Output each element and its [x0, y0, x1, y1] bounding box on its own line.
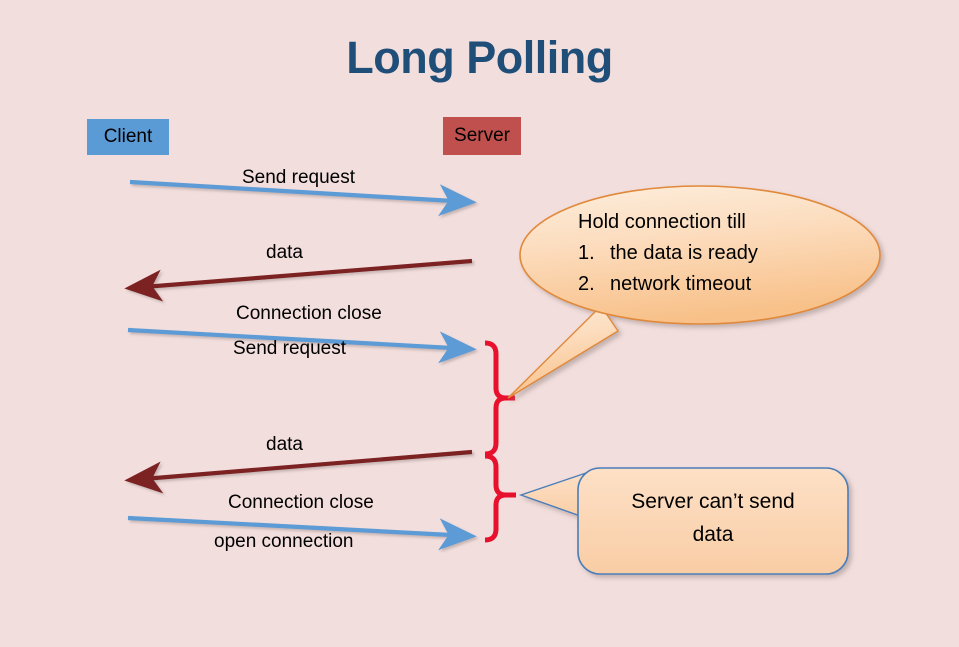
message-label-data-1: data [266, 242, 303, 263]
callout-item-1-number: 1. [578, 242, 595, 264]
callout-heading: Hold connection till [578, 211, 746, 233]
message-arrow-data-1 [124, 258, 473, 302]
message-label-connection-close-1: Connection close [236, 303, 382, 324]
callout-hold-connection-text: Hold connection till 1. the data is ready… [578, 207, 758, 300]
message-label-data-2: data [266, 434, 303, 455]
callout-hold-connection[interactable] [507, 185, 881, 399]
message-label-send-request-1: Send request [242, 167, 356, 188]
callout-server-cant-send[interactable] [518, 467, 849, 575]
actor-label-server: Server [454, 125, 510, 146]
actor-box-server[interactable]: Server [443, 117, 521, 155]
message-arrow-open-connection [127, 515, 477, 551]
brace-lower [484, 453, 516, 543]
actor-label-client: Client [103, 126, 153, 147]
actor-box-client[interactable]: Client [87, 119, 169, 155]
brace-upper [484, 340, 515, 457]
callout-item-2-text: network timeout [610, 273, 752, 295]
message-label-send-request-2: Send request [233, 338, 347, 359]
callout-line-1: Server can’t send [631, 490, 795, 513]
message-label-open-connection: open connection [214, 531, 354, 552]
callout-item-1-text: the data is ready [610, 242, 758, 264]
callout-server-cant-send-text: Server can’t send data [578, 485, 848, 551]
message-arrow-data-2 [124, 449, 473, 494]
message-arrow-send-request-1 [129, 179, 477, 217]
message-label-connection-close-2: Connection close [228, 492, 374, 513]
callout-list-item-2: 2. network timeout [578, 269, 758, 300]
page-title: Long Polling [346, 32, 613, 83]
message-arrow-send-request-2 [127, 327, 477, 364]
callout-item-2-number: 2. [578, 273, 595, 295]
callout-list-item-1: 1. the data is ready [578, 238, 758, 269]
callout-line-2: data [692, 523, 734, 546]
